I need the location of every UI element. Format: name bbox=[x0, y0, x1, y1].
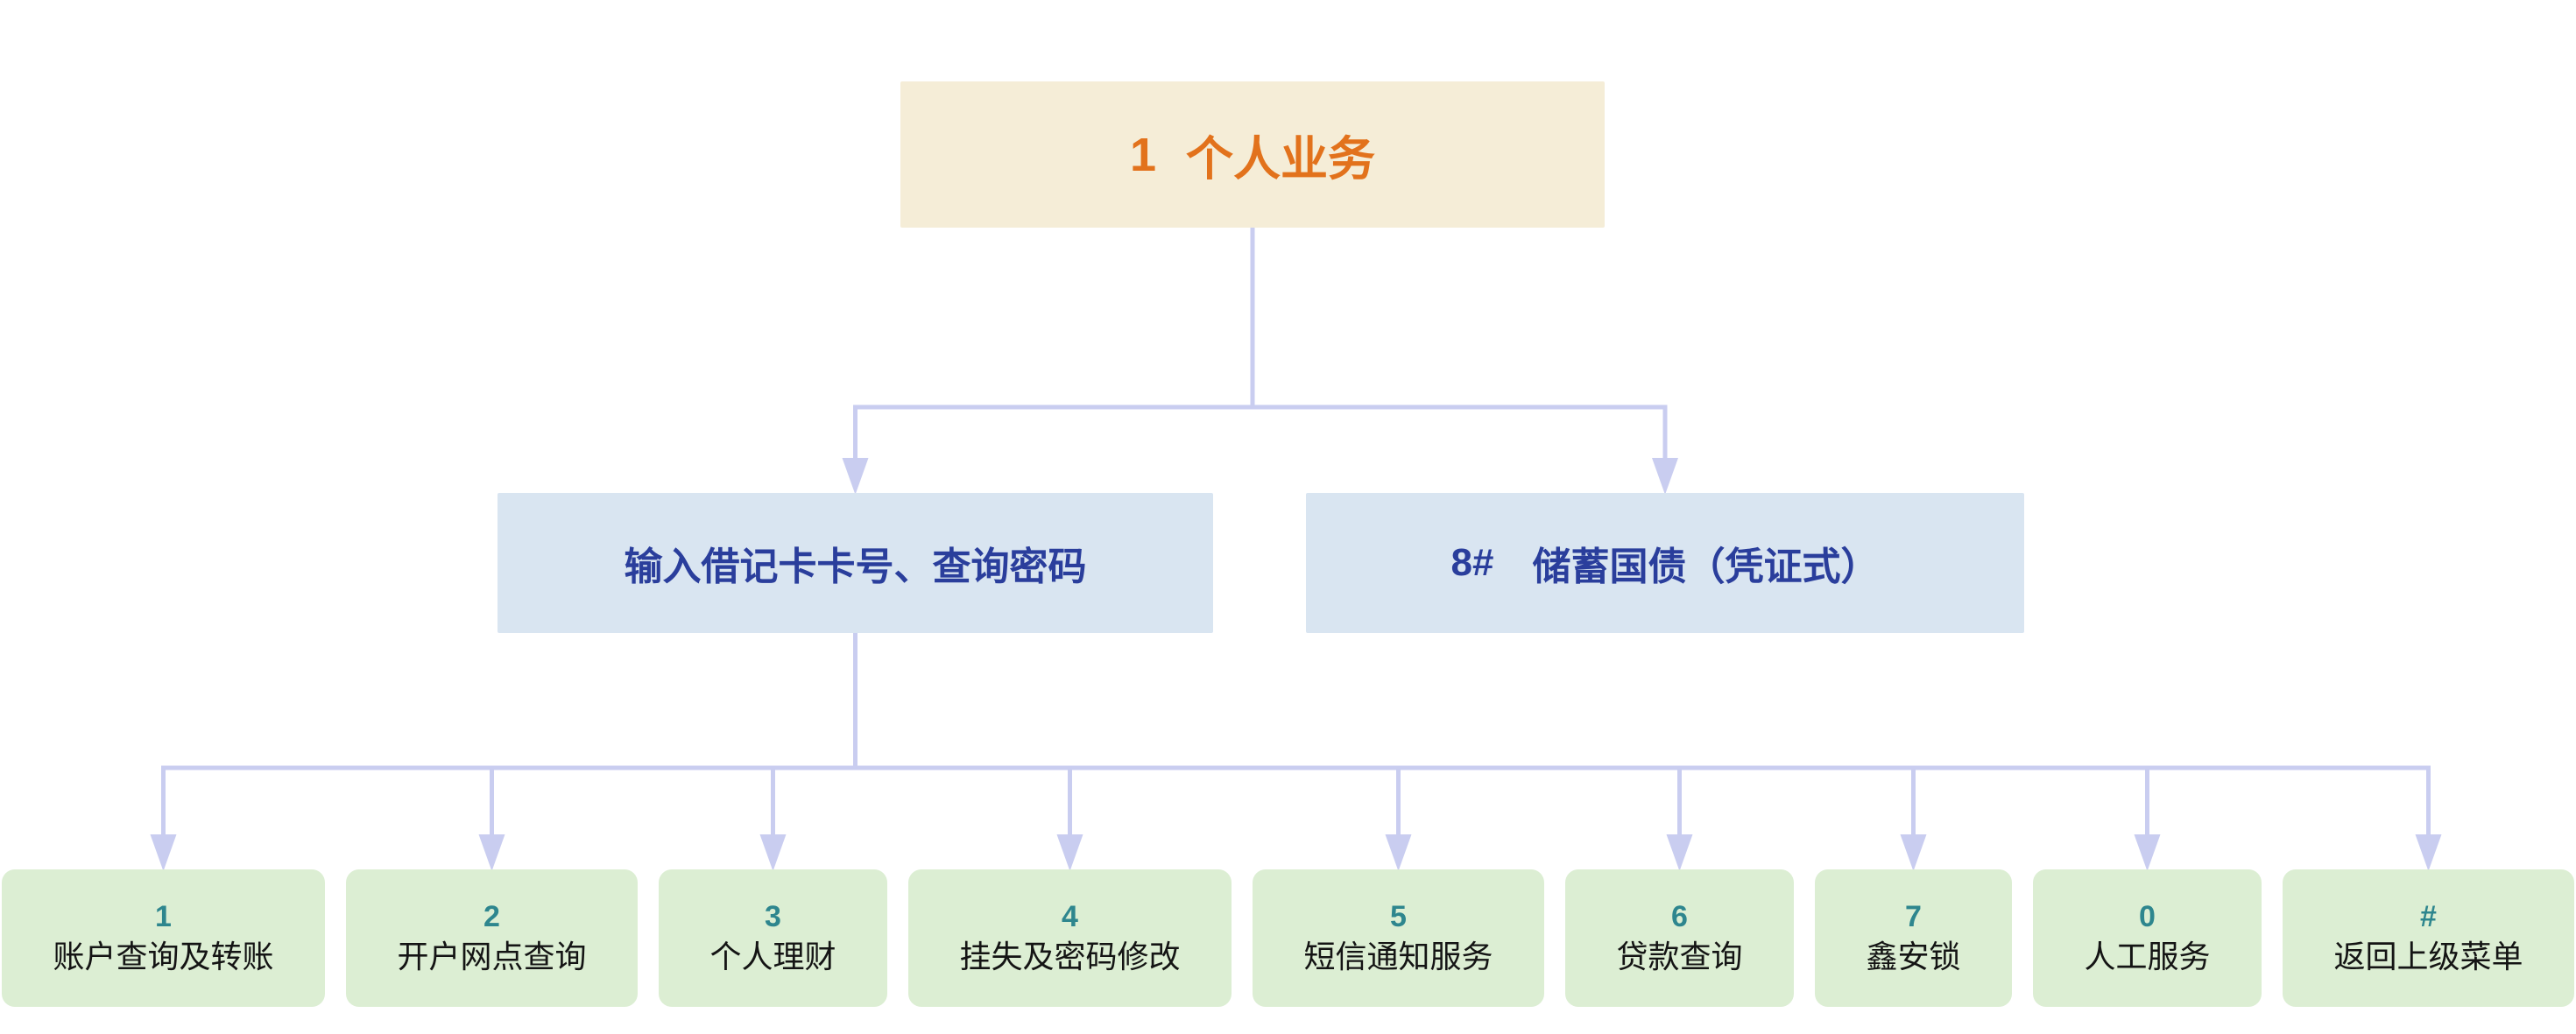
node-key: # bbox=[2420, 899, 2437, 933]
node-key: 7 bbox=[1905, 899, 1922, 933]
node-card-login: 输入借记卡卡号、查询密码 bbox=[498, 493, 1213, 633]
node-key: 5 bbox=[1390, 899, 1407, 933]
node-root: 1 个人业务 bbox=[900, 81, 1605, 228]
node-menu-1: 1 账户查询及转账 bbox=[2, 869, 325, 1007]
node-label: 贷款查询 bbox=[1616, 939, 1743, 975]
node-key: 1 bbox=[1129, 128, 1157, 181]
node-savings-bonds: 8# 储蓄国债（凭证式） bbox=[1306, 493, 2024, 633]
node-key: 0 bbox=[2139, 899, 2156, 933]
node-menu-5: 5 短信通知服务 bbox=[1253, 869, 1544, 1007]
node-label: 储蓄国债（凭证式） bbox=[1532, 545, 1880, 588]
node-menu-4: 4 挂失及密码修改 bbox=[908, 869, 1232, 1007]
node-label: 挂失及密码修改 bbox=[959, 939, 1181, 975]
menu-options-row: 1 账户查询及转账 2 开户网点查询 3 个人理财 4 挂失及密码修改 5 短信… bbox=[2, 869, 2574, 1007]
node-key: 2 bbox=[483, 899, 500, 933]
node-label: 人工服务 bbox=[2084, 939, 2211, 975]
node-label: 短信通知服务 bbox=[1303, 939, 1493, 975]
node-key: 8# bbox=[1450, 541, 1494, 584]
node-menu-0: 0 人工服务 bbox=[2033, 869, 2262, 1007]
node-label: 鑫安锁 bbox=[1866, 939, 1961, 975]
node-menu-6: 6 贷款查询 bbox=[1565, 869, 1794, 1007]
node-key: 1 bbox=[155, 899, 172, 933]
node-menu-3: 3 个人理财 bbox=[659, 869, 887, 1007]
node-label: 开户网点查询 bbox=[397, 939, 587, 975]
node-menu-7: 7 鑫安锁 bbox=[1815, 869, 2012, 1007]
node-label: 输入借记卡卡号、查询密码 bbox=[624, 545, 1087, 588]
node-key: 4 bbox=[1062, 899, 1078, 933]
node-label: 个人理财 bbox=[709, 939, 836, 975]
node-menu-2: 2 开户网点查询 bbox=[346, 869, 638, 1007]
node-label: 返回上级菜单 bbox=[2333, 939, 2523, 975]
node-menu-pound: # 返回上级菜单 bbox=[2283, 869, 2574, 1007]
node-key: 3 bbox=[765, 899, 781, 933]
node-label: 个人业务 bbox=[1186, 133, 1376, 186]
node-key: 6 bbox=[1671, 899, 1688, 933]
node-label: 账户查询及转账 bbox=[53, 939, 274, 975]
